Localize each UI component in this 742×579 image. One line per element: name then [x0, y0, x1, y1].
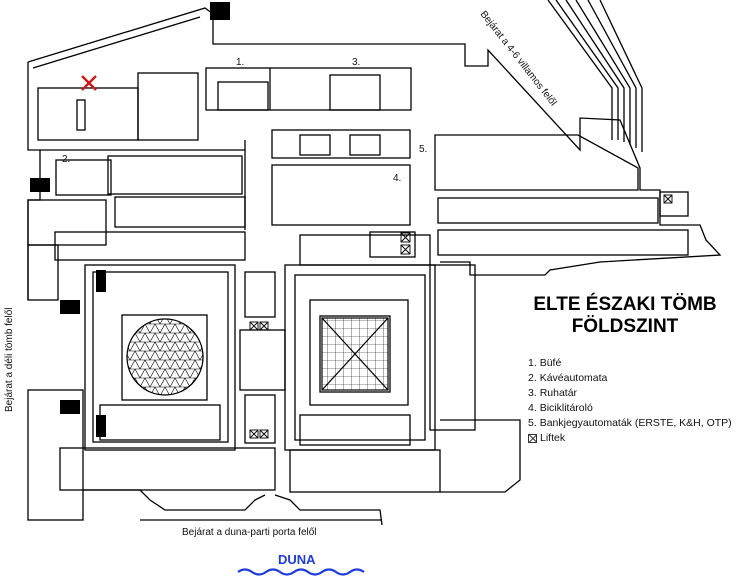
map-marker-3: 3. [352, 57, 360, 68]
entrance-danube-gate-label: Bejárat a duna-parti porta felől [182, 527, 317, 538]
legend-label: Biciklitároló [539, 402, 593, 414]
you-are-here-marker [81, 75, 97, 91]
legend-item: 1. Büfé [528, 356, 732, 371]
legend-number: 4. [528, 402, 537, 414]
legend-item: 4. Biciklitároló [528, 401, 732, 416]
legend-label: Büfé [539, 357, 562, 369]
river-wave [237, 568, 365, 576]
entrance-tram-label: Bejárat a 4-6 villamos felől [478, 9, 559, 108]
lift-icons [249, 194, 673, 439]
legend-label: Bankjegyautomaták (ERSTE, K&H, OTP) [539, 417, 732, 429]
map-marker-2: 2. [62, 154, 70, 165]
legend-number: 3. [528, 387, 537, 399]
legend-item: 5. Bankjegyautomaták (ERSTE, K&H, OTP) [528, 416, 732, 431]
legend-label: Liftek [540, 432, 566, 444]
river-label: DUNA [278, 552, 316, 567]
outer-wall-north [27, 7, 722, 276]
glass-dome-east [321, 317, 389, 391]
map-marker-4: 4. [393, 173, 401, 184]
stair-icons [30, 2, 230, 437]
tram-tracks [547, 0, 643, 152]
map-title-line1: ELTE ÉSZAKI TÖMB [533, 294, 717, 315]
legend-label: Kávéautomata [539, 372, 608, 384]
legend-number: 2. [528, 372, 537, 384]
legend-label: Ruhatár [539, 387, 578, 399]
map-marker-5: 5. [419, 144, 427, 155]
entrance-south-block-label: Bejárat a déli tömb felől [4, 307, 15, 412]
legend: 1. Büfé 2. Kávéautomata 3. Ruhatár 4. Bi… [528, 356, 732, 446]
legend-item-lifts: Liftek [528, 431, 732, 446]
legend-item: 2. Kávéautomata [528, 371, 732, 386]
legend-item: 3. Ruhatár [528, 386, 732, 401]
legend-number: 5. [528, 417, 537, 429]
glass-dome-west [126, 318, 204, 396]
map-title-line2: FÖLDSZINT [571, 316, 679, 337]
map-title: ELTE ÉSZAKI TÖMB FÖLDSZINT [520, 294, 730, 338]
legend-number: 1. [528, 357, 537, 369]
map-marker-1: 1. [236, 57, 244, 68]
lift-icon [528, 434, 537, 443]
